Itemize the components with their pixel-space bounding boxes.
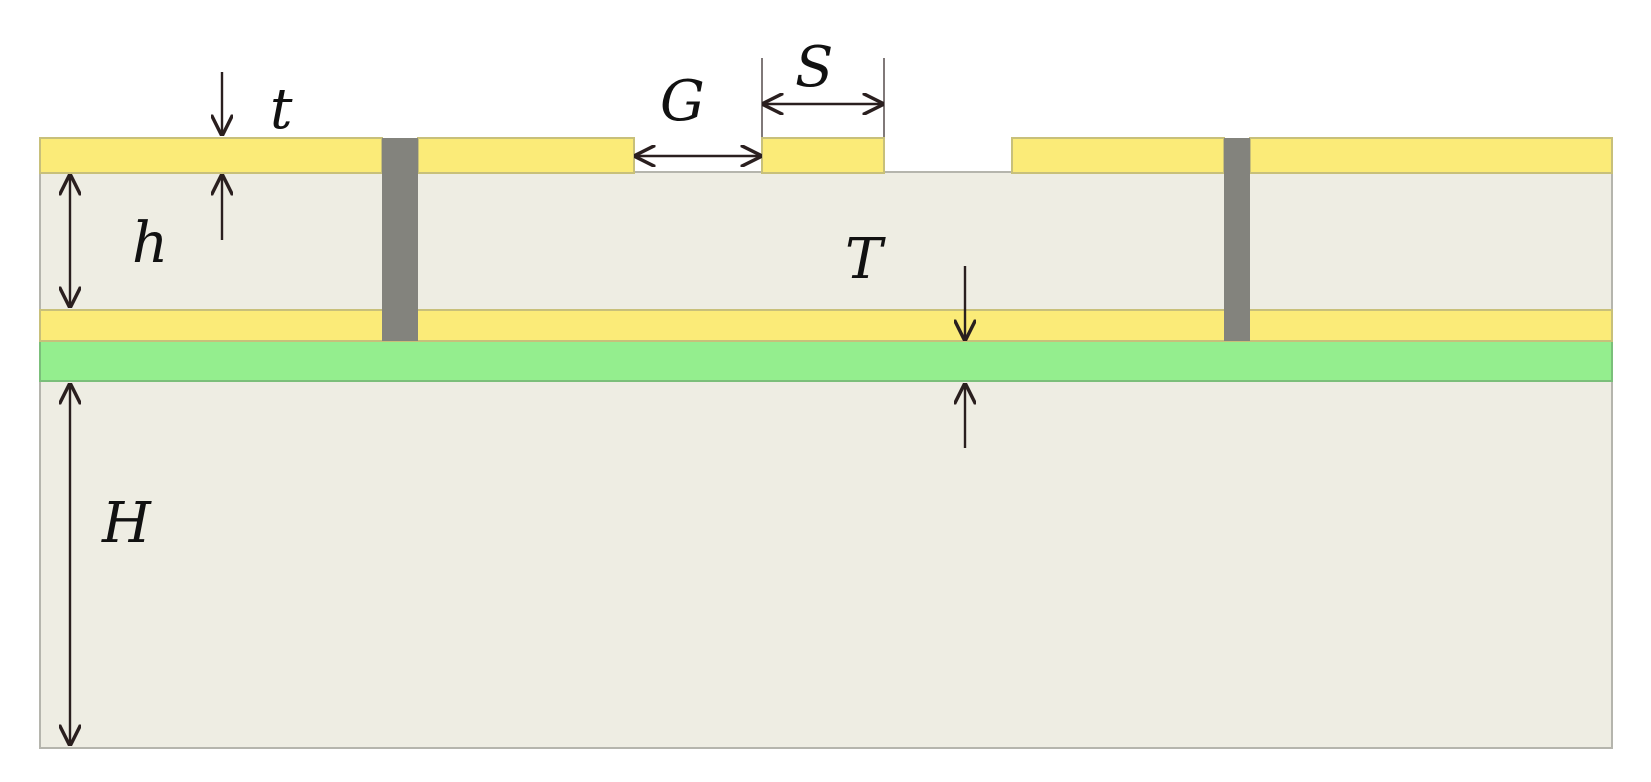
label-t: t — [270, 77, 293, 142]
via-right — [1224, 138, 1250, 341]
top-ground-right-inner — [1011, 137, 1225, 174]
label-h: h — [132, 211, 168, 276]
label-s: S — [795, 35, 833, 100]
top-ground-right-outer — [1249, 137, 1613, 174]
signal-strip — [761, 137, 885, 174]
top-ground-left-inner — [417, 137, 635, 174]
via-left — [382, 138, 418, 341]
lower-dielectric — [39, 359, 1613, 749]
label-T: T — [845, 227, 886, 292]
label-H: H — [101, 491, 152, 556]
dimension-lines — [70, 58, 965, 744]
bottom-conductor-plane — [39, 309, 1613, 342]
ground-layer — [39, 340, 1613, 382]
top-ground-left-outer — [39, 137, 383, 174]
upper-dielectric — [39, 171, 1613, 311]
label-g: G — [660, 69, 705, 134]
